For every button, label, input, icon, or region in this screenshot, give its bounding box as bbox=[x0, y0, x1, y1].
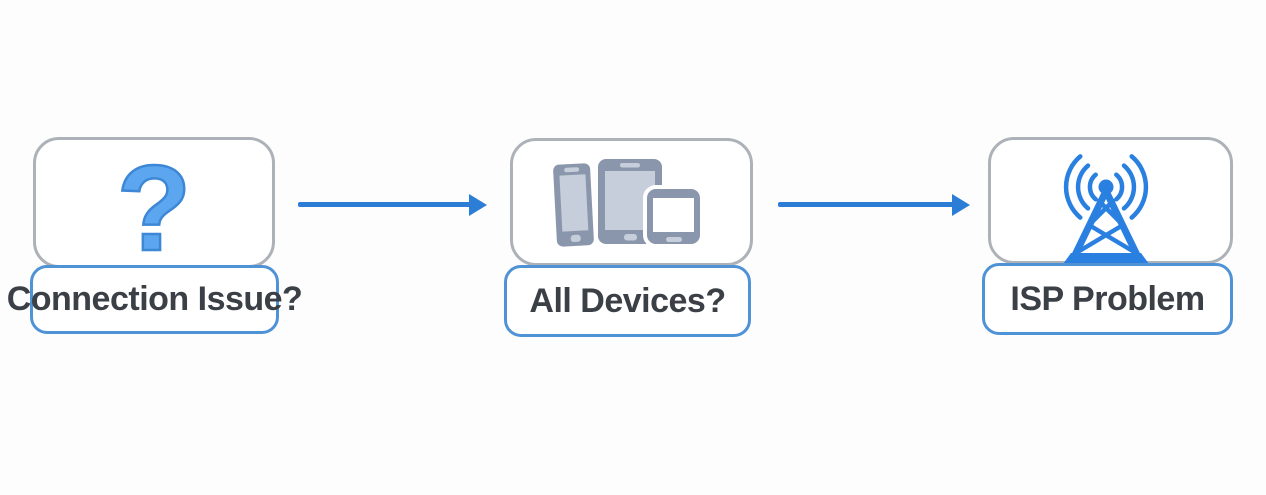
question-mark-icon: ? bbox=[115, 139, 192, 276]
flow-arrow-2 bbox=[778, 194, 970, 216]
isp-problem-label: ISP Problem bbox=[1010, 279, 1205, 318]
arrow-head-icon bbox=[952, 194, 970, 216]
connection-issue-label: Connection Issue? bbox=[6, 280, 303, 318]
devices-icon bbox=[553, 159, 704, 248]
arrow-shaft bbox=[778, 202, 956, 207]
flow-arrow-1 bbox=[298, 194, 487, 216]
all-devices-label: All Devices? bbox=[529, 281, 726, 320]
connection-issue-label-box: Connection Issue? bbox=[7, 265, 303, 334]
all-devices-label-box: All Devices? bbox=[504, 265, 751, 337]
connection-issue-icon-box: ? bbox=[33, 137, 275, 276]
radio-tower-icon bbox=[1051, 154, 1161, 273]
arrow-head-icon bbox=[469, 194, 487, 216]
isp-problem-icon-box bbox=[988, 137, 1233, 273]
isp-problem-label-box: ISP Problem bbox=[982, 263, 1233, 335]
arrow-shaft bbox=[298, 202, 473, 207]
all-devices-icon-box bbox=[510, 138, 753, 266]
